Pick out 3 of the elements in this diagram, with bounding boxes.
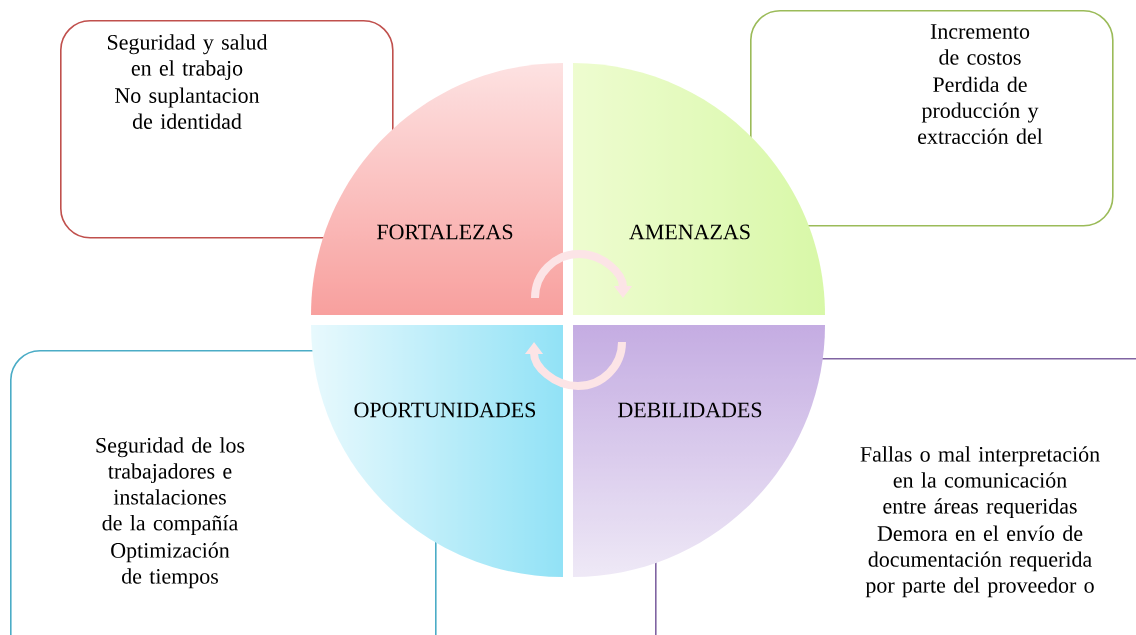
cycle-arrow (531, 250, 633, 299)
cycle-arrow (524, 341, 626, 390)
quadrant: AMENAZAS (629, 224, 750, 240)
